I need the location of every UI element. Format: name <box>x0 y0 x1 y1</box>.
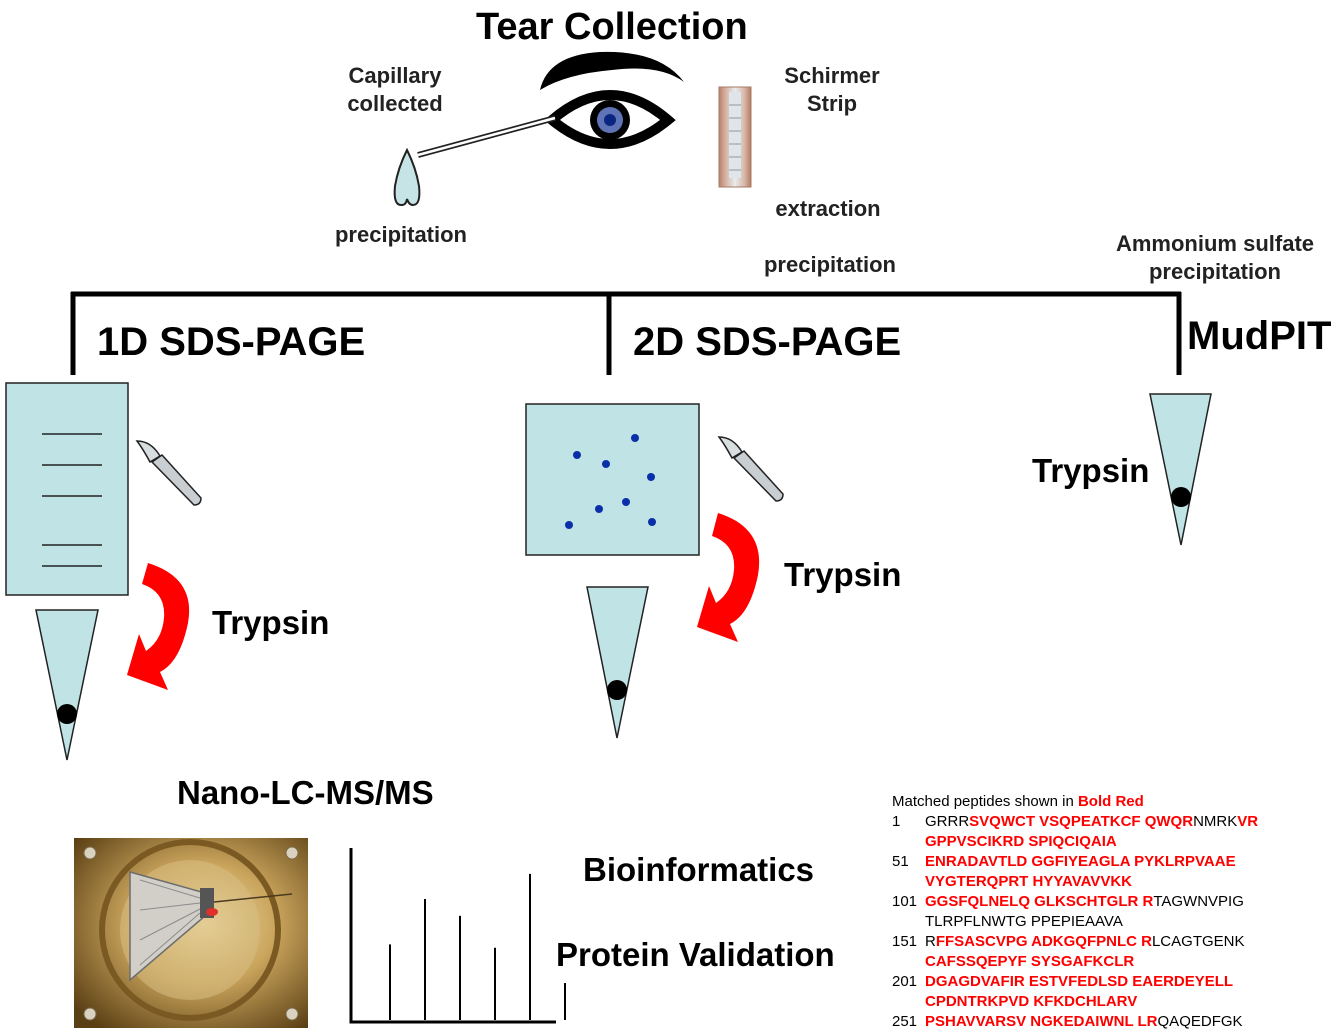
protein-validation-label: Protein Validation <box>556 936 835 973</box>
matched-peptide: VR <box>1237 813 1259 830</box>
sequence-rows: 1 GRRRSVQWCT VSQPEATKCF QWQRNMRKVR GPPVSCI… <box>892 812 1258 1032</box>
matched-peptide: DGAGDVAFIR ESTVFEDLSD EAERDEYELL <box>925 973 1234 990</box>
matched-peptide: FFSASCVPG ADKGQFPNLC R <box>935 933 1152 950</box>
sequence-row: GPPVSCIKRD SPIQCIQAIA <box>892 832 1258 852</box>
eye-icon <box>540 51 684 149</box>
ammonium-label: Ammonium sulfate precipitation <box>1115 231 1315 284</box>
capillary-label: Capillary collected <box>347 63 443 116</box>
tube-icon <box>586 586 649 739</box>
instrument-photo <box>74 838 308 1028</box>
method-mudpit-label: MudPIT <box>1187 314 1332 358</box>
nano-lc-label: Nano-LC-MS/MS <box>177 774 434 811</box>
trypsin-arrow-icon <box>697 513 760 642</box>
matched-peptide: CAFSSQEPYF SYSGAFKCLR <box>925 953 1135 970</box>
unmatched-residues: TLRPFLNWTG PPEPIEAAVA <box>925 913 1123 930</box>
branch-bracket <box>70 291 1182 375</box>
sequence-row: 201 DGAGDVAFIR ESTVFEDLSD EAERDEYELL <box>892 972 1258 992</box>
peptide-header: Matched peptides shown in Bold Red <box>892 792 1258 812</box>
precipitation-label: precipitation <box>334 222 467 247</box>
1d-gel-icon <box>5 382 129 596</box>
method-1d-label: 1D SDS-PAGE <box>97 320 366 364</box>
trypsin-label: Trypsin <box>1032 452 1150 489</box>
spectrum-peaks <box>389 873 566 1020</box>
matched-peptide: ENRADAVTLD GGFIYEAGLA PYKLRPVAAE <box>925 853 1236 870</box>
tear-drop-icon <box>393 147 421 207</box>
matched-peptide: SVQWCT VSQPEATKCF QWQR <box>969 813 1194 830</box>
sequence-row-number: 101 <box>892 893 918 910</box>
sequence-row-number: 51 <box>892 853 909 870</box>
precipitation-label: precipitation <box>763 252 896 277</box>
sequence-row: 51 ENRADAVTLD GGFIYEAGLA PYKLRPVAAE <box>892 852 1258 872</box>
schirmer-label: Schirmer Strip <box>784 63 880 116</box>
scalpel-icon <box>135 440 202 506</box>
unmatched-residues: NMRK <box>1193 813 1238 830</box>
2d-gel-icon <box>525 403 700 556</box>
method-2d-label: 2D SDS-PAGE <box>633 320 902 364</box>
matched-peptide: CPDNTRKPVD KFKDCHLARV <box>925 993 1138 1010</box>
unmatched-residues: QAQEDFGK <box>1157 1013 1243 1030</box>
peptide-header-highlight: Bold Red <box>1077 793 1144 810</box>
spectrum-axes <box>349 848 556 1024</box>
matched-peptide: PSHAVVARSV NGKEDAIWNL LR <box>925 1013 1158 1030</box>
sequence-row: TLRPFLNWTG PPEPIEAAVA <box>892 912 1258 932</box>
bioinformatics-label: Bioinformatics <box>583 851 815 888</box>
tube-icon <box>35 609 99 761</box>
extraction-label: extraction <box>775 196 881 221</box>
sequence-row: 101 GGSFQLNELQ GLKSCHTGLR RTAGWNVPIG <box>892 892 1258 912</box>
trypsin-label: Trypsin <box>212 604 330 641</box>
sequence-row-number: 1 <box>892 813 901 830</box>
sequence-row: CPDNTRKPVD KFKDCHLARV <box>892 992 1258 1012</box>
matched-peptide: VYGTERQPRT HYYAVAVVKK <box>925 873 1132 890</box>
capillary-tube-icon <box>417 115 556 158</box>
sequence-row: VYGTERQPRT HYYAVAVVKK <box>892 872 1258 892</box>
unmatched-residues: GRRR <box>925 813 970 830</box>
sequence-row: 1 GRRRSVQWCT VSQPEATKCF QWQRNMRKVR <box>892 812 1258 832</box>
sequence-row-number: 251 <box>892 1013 918 1030</box>
unmatched-residues: R <box>925 933 936 950</box>
sequence-row: 151 RFFSASCVPG ADKGQFPNLC RLCAGTGENK <box>892 932 1258 952</box>
scalpel-icon <box>717 436 784 502</box>
peptide-header-text: Matched peptides shown in <box>892 793 1078 810</box>
diagram-title: Tear Collection <box>476 6 748 48</box>
trypsin-label: Trypsin <box>784 556 902 593</box>
sequence-row-number: 151 <box>892 933 918 950</box>
trypsin-arrow-icon <box>127 563 190 690</box>
peptide-sequence-panel: Matched peptides shown in Bold Red 1 GRRR… <box>892 792 1258 1032</box>
tube-icon <box>1149 393 1212 546</box>
sequence-row-number: 201 <box>892 973 918 990</box>
unmatched-residues: LCAGTGENK <box>1151 933 1245 950</box>
schirmer-strip-icon <box>718 86 752 188</box>
matched-peptide: GGSFQLNELQ GLKSCHTGLR R <box>925 893 1154 910</box>
unmatched-residues: TAGWNVPIG <box>1153 893 1244 910</box>
sequence-row: 251 PSHAVVARSV NGKEDAIWNL LRQAQEDFGK <box>892 1012 1258 1032</box>
matched-peptide: GPPVSCIKRD SPIQCIQAIA <box>925 833 1117 850</box>
sequence-row: CAFSSQEPYF SYSGAFKCLR <box>892 952 1258 972</box>
